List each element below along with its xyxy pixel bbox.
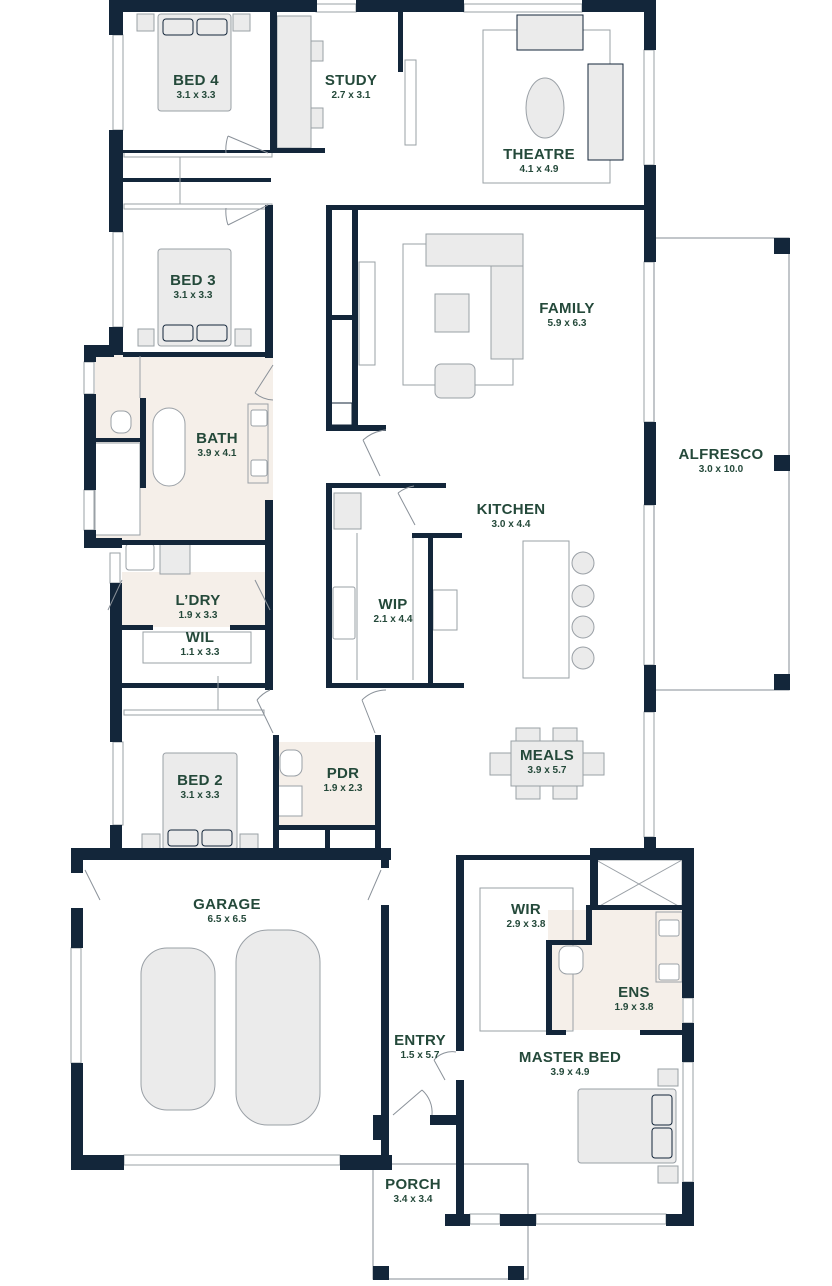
room-label-wir: WIR 2.9 x 3.8 <box>507 902 546 930</box>
room-dimensions: 2.9 x 3.8 <box>506 919 546 930</box>
room-name: PORCH <box>385 1176 441 1193</box>
room-dimensions: 2.7 x 3.1 <box>331 90 371 101</box>
room-name: BED 3 <box>170 272 216 289</box>
furniture <box>94 13 683 1184</box>
doors <box>84 135 457 1116</box>
room-label-theatre: THEATRE 4.1 x 4.9 <box>503 147 575 175</box>
room-name: L’DRY <box>175 592 221 609</box>
room-label-wip: WIP 2.1 x 4.4 <box>374 597 413 625</box>
room-label-study: STUDY 2.7 x 3.1 <box>325 73 377 101</box>
room-dimensions: 5.9 x 6.3 <box>547 318 587 329</box>
room-name: ALFRESCO <box>678 446 764 463</box>
room-dimensions: 3.1 x 3.3 <box>176 90 216 101</box>
room-name: BED 4 <box>173 72 219 89</box>
room-label-alfresco: ALFRESCO 3.0 x 10.0 <box>679 447 764 475</box>
room-name: ENTRY <box>394 1032 446 1049</box>
room-label-wil: WIL 1.1 x 3.3 <box>181 630 220 658</box>
room-dimensions: 3.9 x 5.7 <box>527 765 567 776</box>
room-dimensions: 1.5 x 5.7 <box>400 1050 440 1061</box>
room-dimensions: 1.9 x 3.8 <box>614 1002 654 1013</box>
room-label-ldry: L’DRY 1.9 x 3.3 <box>175 593 220 621</box>
room-label-family: FAMILY 5.9 x 6.3 <box>539 301 594 329</box>
room-dimensions: 4.1 x 4.9 <box>519 164 559 175</box>
room-label-bath: BATH 3.9 x 4.1 <box>196 431 238 459</box>
room-name: BED 2 <box>177 772 223 789</box>
room-name: FAMILY <box>539 300 595 317</box>
room-label-entry: ENTRY 1.5 x 5.7 <box>394 1033 446 1061</box>
room-label-bed2: BED 2 3.1 x 3.3 <box>177 773 223 801</box>
room-dimensions: 3.9 x 4.1 <box>197 448 237 459</box>
wardrobe-dividers <box>139 157 219 710</box>
room-name: WIP <box>378 596 408 613</box>
room-dimensions: 1.9 x 3.3 <box>178 610 218 621</box>
room-label-meals: MEALS 3.9 x 5.7 <box>520 748 574 776</box>
room-name: ENS <box>618 984 650 1001</box>
room-name: MEALS <box>520 747 574 764</box>
room-label-ens: ENS 1.9 x 3.8 <box>615 985 654 1013</box>
walls <box>71 0 790 1280</box>
room-dimensions: 3.0 x 10.0 <box>698 464 744 475</box>
room-dimensions: 1.1 x 3.3 <box>180 647 220 658</box>
room-name: THEATRE <box>503 146 575 163</box>
room-dimensions: 2.1 x 4.4 <box>373 614 413 625</box>
room-label-kitchen: KITCHEN 3.0 x 4.4 <box>477 502 546 530</box>
room-label-garage: GARAGE 6.5 x 6.5 <box>193 897 261 925</box>
room-label-bed4: BED 4 3.1 x 3.3 <box>173 73 219 101</box>
room-label-pdr: PDR 1.9 x 2.3 <box>324 766 363 794</box>
room-name: GARAGE <box>193 896 261 913</box>
room-dimensions: 3.4 x 3.4 <box>393 1194 433 1205</box>
room-label-master-bed: MASTER BED 3.9 x 4.9 <box>519 1050 621 1078</box>
room-dimensions: 3.9 x 4.9 <box>550 1067 590 1078</box>
room-name: BATH <box>196 430 238 447</box>
room-dimensions: 3.1 x 3.3 <box>173 290 213 301</box>
room-dimensions: 6.5 x 6.5 <box>207 914 247 925</box>
room-name: STUDY <box>324 72 378 89</box>
room-label-porch: PORCH 3.4 x 3.4 <box>385 1177 441 1205</box>
room-name: PDR <box>326 765 360 782</box>
room-name: KITCHEN <box>476 501 546 518</box>
room-dimensions: 3.0 x 4.4 <box>491 519 531 530</box>
room-label-bed3: BED 3 3.1 x 3.3 <box>170 273 216 301</box>
room-dimensions: 1.9 x 2.3 <box>323 783 363 794</box>
room-name: MASTER BED <box>518 1049 622 1066</box>
room-name: WIR <box>510 901 542 918</box>
room-name: WIL <box>185 629 215 646</box>
room-dimensions: 3.1 x 3.3 <box>180 790 220 801</box>
